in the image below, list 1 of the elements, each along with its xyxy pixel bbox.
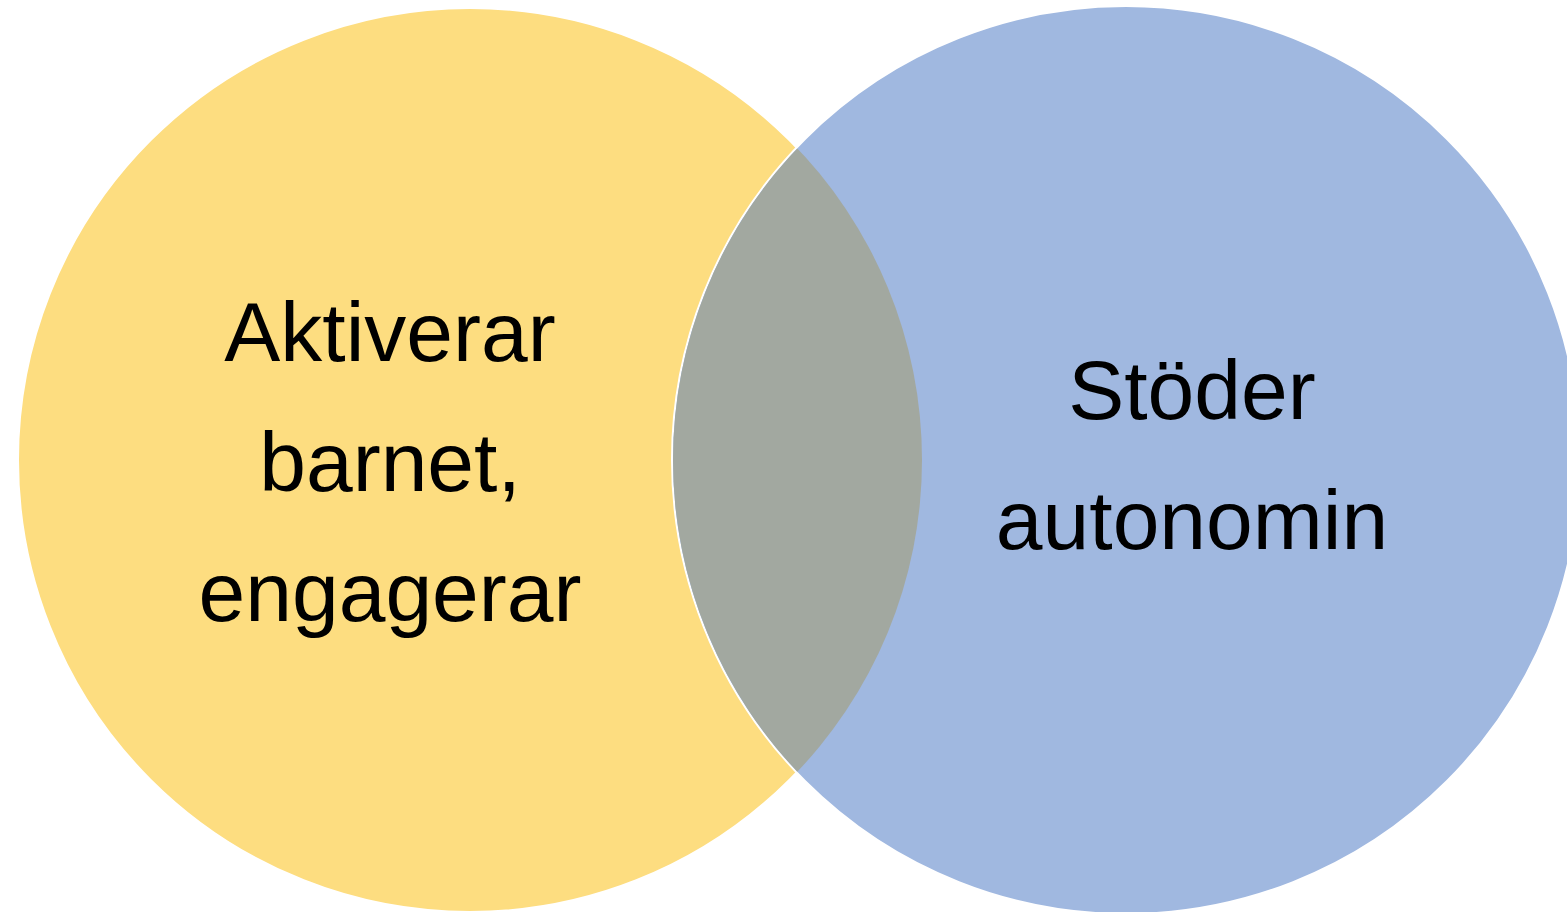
circle-label: Stöder autonomin xyxy=(912,325,1472,585)
